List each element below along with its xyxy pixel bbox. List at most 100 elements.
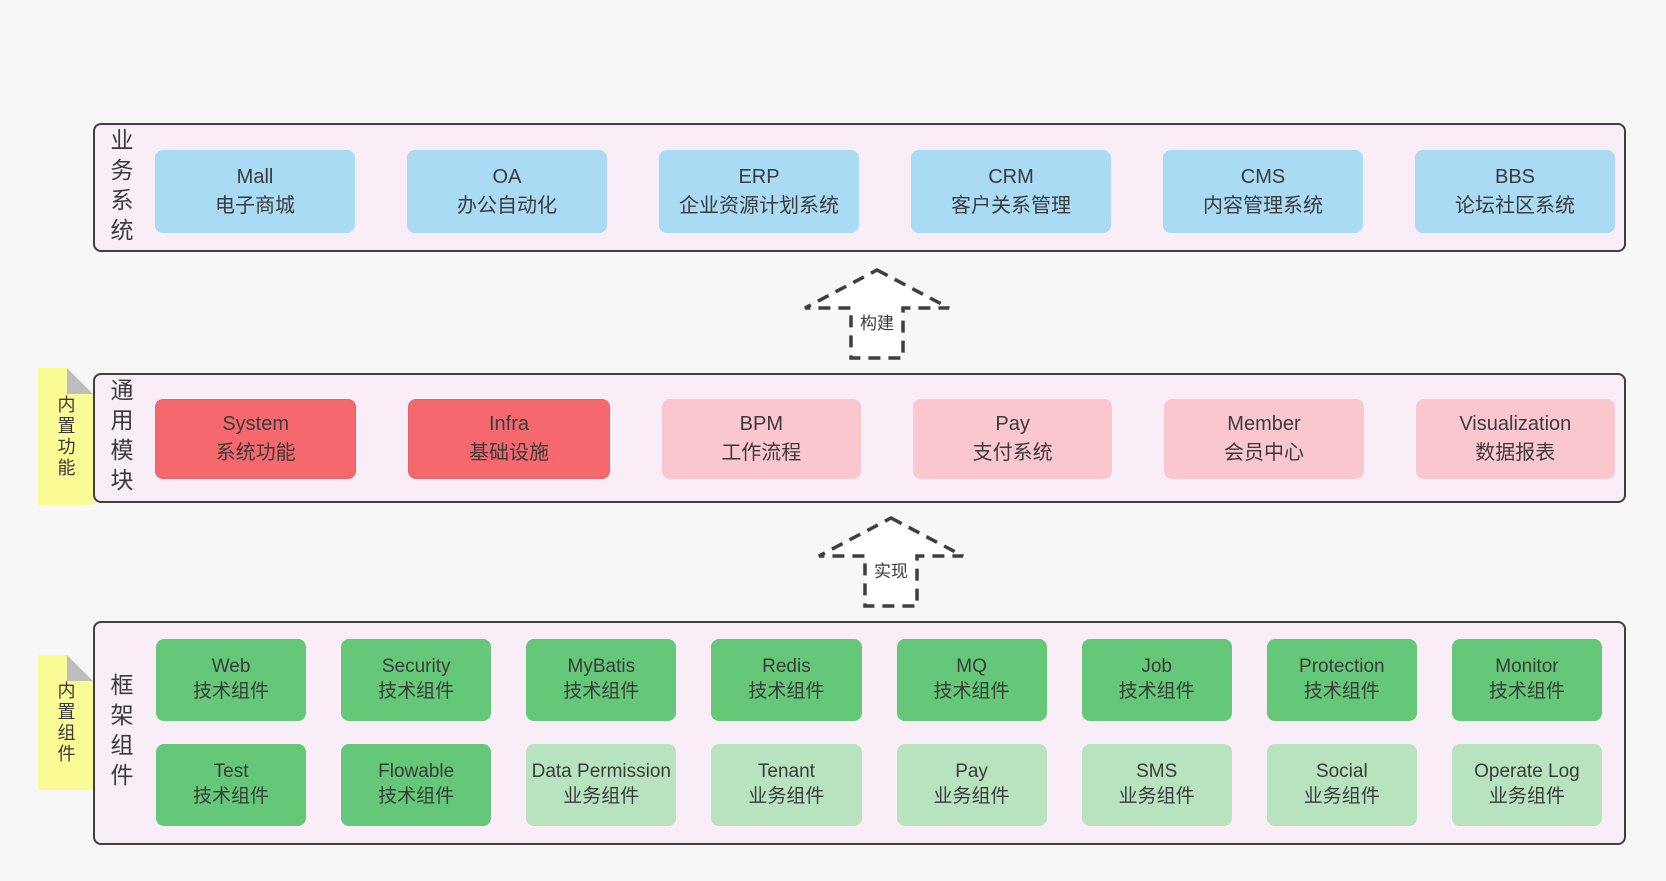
box-subtitle: 技术组件: [1118, 681, 1195, 702]
box-subtitle: 业务组件: [748, 786, 825, 807]
box-crm: CRM 客户关系管理: [911, 150, 1111, 233]
box-mq: MQ 技术组件: [896, 639, 1047, 721]
box-bbs: BBS 论坛社区系统: [1415, 150, 1615, 233]
implement-arrow-label: 实现: [874, 562, 908, 581]
box-operate-log: Operate Log 业务组件: [1451, 744, 1602, 826]
box-title: Monitor: [1495, 656, 1559, 678]
box-subtitle: 业务组件: [933, 786, 1010, 807]
box-mall: Mall 电子商城: [155, 150, 355, 233]
box-title: Flowable: [378, 761, 455, 783]
box-subtitle: 论坛社区系统: [1455, 194, 1575, 217]
box-title: Member: [1227, 413, 1301, 435]
box-infra: Infra 基础设施: [408, 399, 610, 479]
box-title: CRM: [988, 165, 1034, 188]
box-title: Web: [211, 656, 251, 678]
box-subtitle: 内容管理系统: [1203, 194, 1323, 217]
box-title: Protection: [1299, 656, 1385, 678]
box-title: System: [222, 413, 289, 435]
box-tenant: Tenant 业务组件: [711, 744, 862, 826]
box-title: Infra: [488, 413, 529, 435]
box-subtitle: 客户关系管理: [951, 194, 1071, 217]
box-subtitle: 业务组件: [1303, 786, 1380, 807]
box-title: Redis: [762, 656, 811, 678]
sticky-note-built-in-features: 内置功能: [38, 368, 93, 505]
box-job: Job 技术组件: [1081, 639, 1232, 721]
box-subtitle: 技术组件: [378, 681, 455, 702]
box-web: Web 技术组件: [156, 639, 307, 721]
box-subtitle: 业务组件: [1118, 786, 1195, 807]
box-redis: Redis 技术组件: [711, 639, 862, 721]
build-arrow: 构建: [804, 268, 950, 360]
box-title: BPM: [739, 413, 783, 435]
box-subtitle: 技术组件: [1488, 681, 1565, 702]
box-subtitle: 支付系统: [972, 442, 1053, 464]
box-title: Security: [381, 656, 451, 678]
box-title: CMS: [1240, 165, 1286, 188]
box-subtitle: 技术组件: [193, 786, 270, 807]
box-title: Tenant: [757, 761, 815, 783]
box-subtitle: 技术组件: [1303, 681, 1380, 702]
layer-common-modules: 通用模块 System 系统功能 Infra 基础设施 BPM 工作流程 Pay…: [93, 373, 1626, 503]
up-arrow-outline: [818, 516, 964, 608]
layer-label-business-systems: 业务系统: [107, 127, 133, 248]
implement-arrow: 实现: [818, 516, 964, 608]
box-subtitle: 办公自动化: [457, 194, 557, 217]
box-title: Job: [1141, 656, 1172, 678]
build-arrow-label: 构建: [860, 314, 894, 333]
box-test: Test 技术组件: [156, 744, 307, 826]
box-oa: OA 办公自动化: [407, 150, 607, 233]
box-subtitle: 系统功能: [215, 442, 296, 464]
box-subtitle: 业务组件: [1488, 786, 1565, 807]
sticky-note-built-in-components: 内置组件: [38, 655, 93, 790]
box-title: OA: [492, 165, 522, 188]
box-subtitle: 数据报表: [1475, 442, 1556, 464]
box-pay: Pay 支付系统: [912, 399, 1113, 479]
box-subtitle: 业务组件: [563, 786, 640, 807]
box-subtitle: 工作流程: [721, 442, 802, 464]
box-visualization: Visualization 数据报表: [1415, 399, 1615, 479]
sticky-note-label: 内置功能: [55, 394, 76, 479]
box-subtitle: 技术组件: [193, 681, 270, 702]
module-box-row: System 系统功能 Infra 基础设施 BPM 工作流程 Pay 支付系统…: [155, 399, 1615, 479]
sticky-note-label: 内置组件: [55, 680, 76, 765]
layer-label-framework-components: 框架组件: [107, 673, 133, 793]
box-title: Operate Log: [1474, 761, 1580, 783]
box-subtitle: 技术组件: [563, 681, 640, 702]
business-box-row: Mall 电子商城 OA 办公自动化 ERP 企业资源计划系统 CRM 客户关系…: [155, 150, 1615, 233]
note-fold-corner: [67, 655, 93, 681]
box-title: Visualization: [1459, 413, 1572, 435]
box-protection: Protection 技术组件: [1266, 639, 1417, 721]
box-title: Mall: [236, 165, 274, 188]
box-security: Security 技术组件: [341, 639, 492, 721]
box-title: ERP: [738, 165, 780, 188]
box-title: Social: [1315, 761, 1368, 783]
layer-business-systems: 业务系统 Mall 电子商城 OA 办公自动化 ERP 企业资源计划系统 CRM…: [93, 123, 1626, 252]
box-subtitle: 会员中心: [1223, 442, 1304, 464]
box-data-permission: Data Permission 业务组件: [526, 744, 677, 826]
box-bpm: BPM 工作流程: [661, 399, 861, 479]
box-pay-business: Pay 业务组件: [896, 744, 1047, 826]
box-subtitle: 企业资源计划系统: [679, 194, 839, 217]
box-title: Test: [213, 761, 249, 783]
up-arrow-outline: [804, 268, 950, 360]
box-subtitle: 技术组件: [748, 681, 825, 702]
box-system: System 系统功能: [155, 399, 357, 479]
box-cms: CMS 内容管理系统: [1163, 150, 1363, 233]
box-title: Pay: [955, 761, 988, 783]
note-fold-corner: [67, 368, 93, 394]
box-title: MQ: [956, 656, 987, 678]
box-title: BBS: [1494, 165, 1536, 188]
box-monitor: Monitor 技术组件: [1451, 639, 1602, 721]
box-flowable: Flowable 技术组件: [341, 744, 492, 826]
box-social: Social 业务组件: [1266, 744, 1417, 826]
box-subtitle: 基础设施: [468, 442, 549, 464]
box-title: Pay: [995, 413, 1030, 435]
layer-framework-components: 框架组件 Web 技术组件 Security 技术组件 MyBatis 技术组件…: [93, 621, 1626, 845]
box-subtitle: 技术组件: [933, 681, 1010, 702]
box-sms: SMS 业务组件: [1081, 744, 1232, 826]
box-mybatis: MyBatis 技术组件: [526, 639, 677, 721]
box-erp: ERP 企业资源计划系统: [659, 150, 859, 233]
box-title: MyBatis: [567, 656, 636, 678]
box-subtitle: 电子商城: [215, 194, 295, 217]
